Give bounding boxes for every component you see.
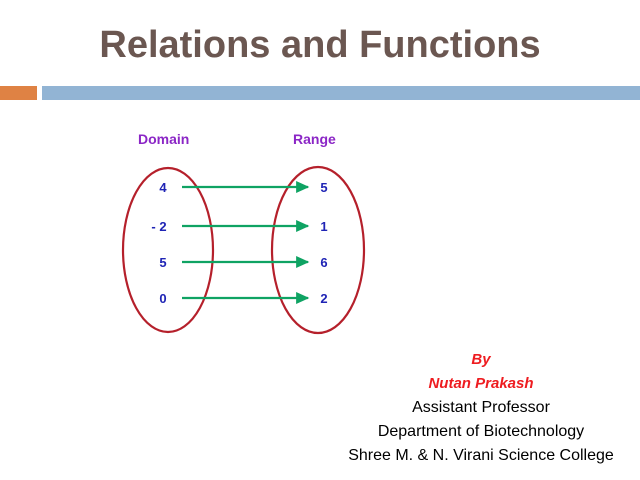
domain-element-2: - 2 bbox=[151, 219, 167, 234]
credits-department: Department of Biotechnology bbox=[377, 423, 585, 440]
mapping-diagram: Domain Range 4 - 2 5 0 5 1 6 2 bbox=[110, 125, 390, 340]
range-element-3: 6 bbox=[320, 255, 328, 270]
range-element-2: 1 bbox=[320, 219, 328, 234]
domain-element-4: 0 bbox=[159, 291, 167, 306]
accent-bar-orange bbox=[0, 86, 37, 100]
range-label: Range bbox=[293, 131, 336, 147]
domain-label: Domain bbox=[138, 131, 190, 147]
page-title: Relations and Functions bbox=[99, 24, 541, 66]
credits-author: Nutan Prakash bbox=[428, 375, 534, 392]
domain-element-3: 5 bbox=[159, 255, 167, 270]
range-element-4: 2 bbox=[320, 291, 328, 306]
credits-block: By Nutan Prakash Assistant Professor Dep… bbox=[322, 348, 640, 468]
domain-element-1: 4 bbox=[159, 180, 167, 195]
accent-bar-blue bbox=[42, 86, 640, 100]
mapping-diagram-graphic bbox=[121, 165, 366, 335]
domain-ellipse bbox=[121, 166, 215, 334]
range-element-1: 5 bbox=[320, 180, 328, 195]
credits-institution: Shree M. & N. Virani Science College bbox=[348, 447, 614, 464]
credits-designation: Assistant Professor bbox=[412, 399, 550, 416]
credits-by-label: By bbox=[471, 351, 491, 368]
range-ellipse bbox=[270, 165, 366, 335]
